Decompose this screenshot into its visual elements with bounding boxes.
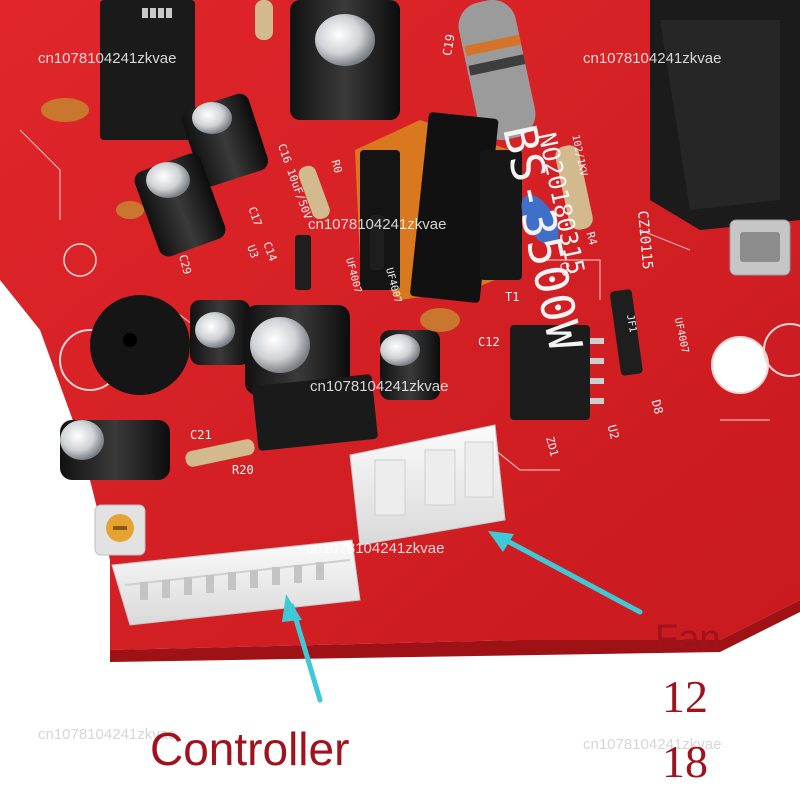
diode — [610, 289, 643, 376]
fan-value-18: 18 — [662, 736, 708, 787]
mounting-hole — [711, 336, 769, 394]
label-t1: T1 — [505, 290, 520, 304]
watermark: cn1078104241zkvae — [38, 726, 177, 743]
transistor — [252, 374, 378, 451]
fan-caption: Fan — [655, 618, 721, 660]
ic-chip — [100, 0, 195, 140]
ceramic-capacitor — [521, 194, 559, 246]
label-c12: C12 — [478, 335, 500, 349]
watermark: cn1078104241zkvae — [310, 378, 449, 395]
label-c21: C21 — [190, 428, 212, 442]
transformer — [355, 112, 522, 303]
arrows — [282, 531, 643, 703]
fan-value-12: 12 — [662, 671, 708, 722]
controller-connector — [111, 539, 361, 626]
watermark: cn1078104241zkvae — [306, 540, 445, 557]
watermark: cn1078104241zkvae — [38, 50, 177, 67]
watermark: cn1078104241zkvae — [583, 50, 722, 67]
watermark: cn1078104241zkvae — [308, 216, 447, 233]
fan-connector — [349, 424, 506, 546]
resistors — [185, 0, 593, 467]
ic-u2 — [510, 325, 590, 420]
watermark: cn1078104241zkvae — [583, 736, 722, 753]
small-capacitors — [60, 93, 440, 480]
buzzer — [90, 295, 190, 395]
label-r20: R20 — [232, 463, 254, 477]
controller-caption: Controller — [150, 723, 350, 775]
